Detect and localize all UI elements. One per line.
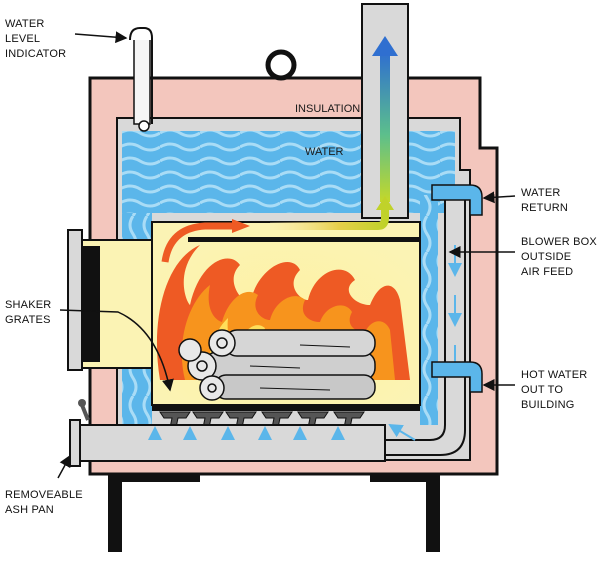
ash-pan-handle <box>69 419 81 467</box>
baffle-plate <box>188 237 420 242</box>
svg-text:HOT WATER: HOT WATER <box>521 369 587 381</box>
water-return-pipe <box>431 184 483 216</box>
log-icon <box>178 329 376 401</box>
svg-text:OUTSIDE: OUTSIDE <box>521 251 571 263</box>
label-water-level-indicator: WATER LEVEL INDICATOR <box>5 18 66 60</box>
hot-water-pipe <box>431 361 483 393</box>
shaker-lever <box>80 404 90 421</box>
arrow-up-icon <box>372 36 398 56</box>
water-label: WATER <box>305 146 344 158</box>
svg-text:LEVEL: LEVEL <box>5 33 40 45</box>
ash-pan <box>79 424 386 462</box>
flue-arrowhead <box>376 196 394 210</box>
legs <box>108 468 440 552</box>
svg-text:WATER: WATER <box>5 18 45 30</box>
svg-text:BLOWER BOX: BLOWER BOX <box>521 236 597 248</box>
svg-text:RETURN: RETURN <box>521 202 568 214</box>
svg-text:SHAKER: SHAKER <box>5 299 51 311</box>
callout-lines <box>57 31 516 479</box>
door-seal <box>82 246 100 362</box>
svg-text:OUT TO: OUT TO <box>521 384 563 396</box>
water-level-indicator <box>129 27 153 132</box>
svg-text:WATER: WATER <box>521 187 561 199</box>
svg-text:ASH PAN: ASH PAN <box>5 504 54 516</box>
lift-ring <box>265 49 297 81</box>
label-hot-water-out: HOT WATER OUT TO BUILDING <box>521 369 587 411</box>
label-blower-box: BLOWER BOX OUTSIDE AIR FEED <box>521 236 597 278</box>
label-water-return: WATER RETURN <box>521 187 568 214</box>
flue-path <box>270 205 389 230</box>
svg-text:BUILDING: BUILDING <box>521 399 575 411</box>
water-jacket-right <box>420 195 438 425</box>
draft-arrow <box>161 219 250 263</box>
label-shaker-grates: SHAKER GRATES <box>5 299 51 326</box>
svg-text:GRATES: GRATES <box>5 314 51 326</box>
svg-text:REMOVEABLE: REMOVEABLE <box>5 489 83 501</box>
grate-bar <box>152 405 420 411</box>
insulation-label: INSULATION <box>295 103 360 115</box>
arrow-right-icon <box>232 219 250 233</box>
smoke-arrow-shaft <box>380 52 390 202</box>
loading-door <box>67 229 83 371</box>
svg-text:AIR FEED: AIR FEED <box>521 266 573 278</box>
svg-text:INDICATOR: INDICATOR <box>5 48 66 60</box>
air-feed-pipe <box>384 194 466 456</box>
label-removeable-ash-pan: REMOVEABLE ASH PAN <box>5 489 83 516</box>
